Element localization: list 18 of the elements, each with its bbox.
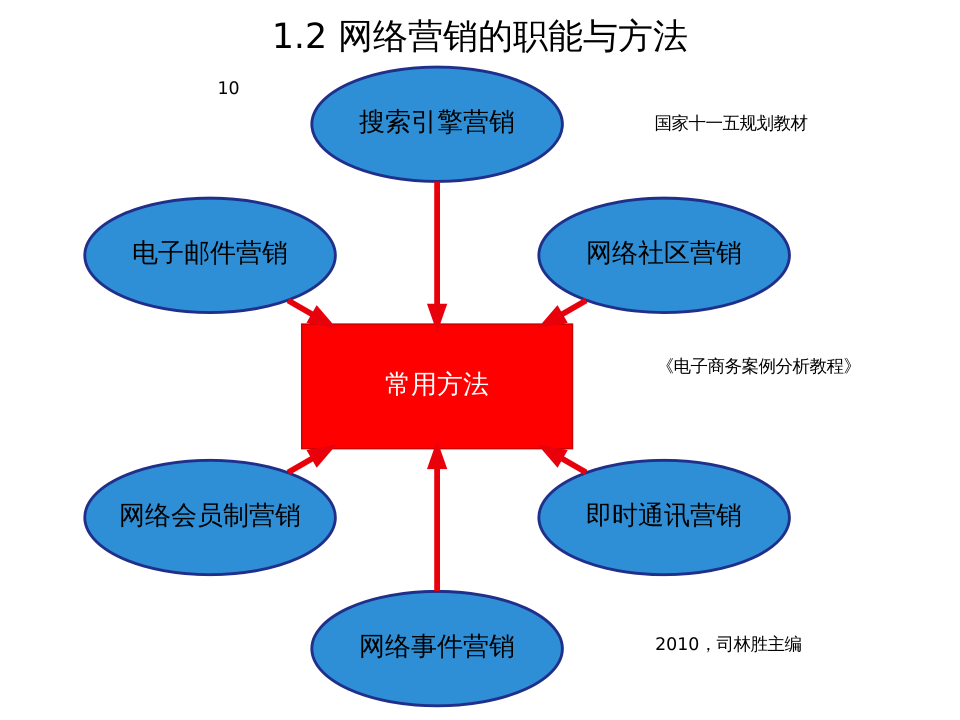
label: 国家十一五规划教材: [654, 114, 808, 134]
label: 《电子商务案例分析教程》: [656, 357, 861, 378]
arrow: [426, 182, 448, 333]
node-ellipse: 即时通讯营销: [537, 458, 791, 576]
label: 2010，司林胜主编: [655, 635, 802, 656]
node-ellipse: 网络事件营销: [310, 590, 564, 708]
node-box: 常用方法: [300, 323, 574, 450]
arrow: [537, 298, 588, 328]
diagram-title: 1.2 网络营销的职能与方法: [272, 16, 688, 57]
node-ellipse: 搜索引擎营销: [310, 66, 564, 183]
arrow: [286, 298, 337, 328]
arrow: [426, 440, 448, 592]
arrow: [286, 444, 337, 475]
node-ellipse: 网络社区营销: [537, 196, 791, 314]
label: 10: [218, 79, 240, 100]
node-ellipse: 电子邮件营销: [83, 196, 337, 314]
arrow: [537, 444, 588, 475]
node-ellipse: 网络会员制营销: [83, 458, 337, 576]
